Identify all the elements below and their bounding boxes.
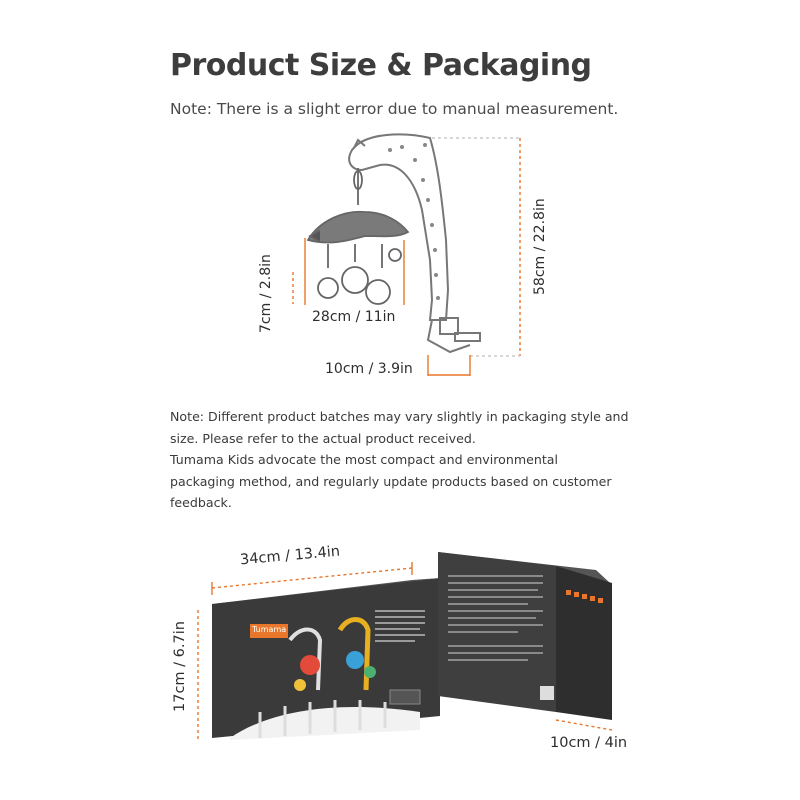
box-mobile-toy (294, 679, 306, 691)
right-box-end (556, 566, 612, 720)
mobile-illustration (306, 168, 410, 305)
mobile-width-label: 28cm / 11in (312, 309, 396, 325)
page-title: Product Size & Packaging (170, 48, 592, 83)
measurement-note: Note: There is a slight error due to man… (170, 100, 619, 118)
box-text-lines (375, 610, 425, 642)
box-mobile-arm-2 (337, 617, 371, 691)
giraffe-spots (388, 143, 440, 300)
packaging-note: Note: Different product batches may vary… (170, 406, 640, 514)
packaging-note-line: Note: Different product batches may vary… (170, 409, 629, 424)
packaging-note-line: size. Please refer to the actual product… (170, 430, 476, 446)
giraffe-arm-illustration (348, 133, 481, 354)
box-mobile-toy (346, 651, 364, 669)
right-box-text-lines (448, 575, 543, 661)
crib-image (230, 707, 420, 740)
box-mobile-toy (364, 666, 376, 678)
brand-logo-text: Tumama (252, 625, 287, 634)
box-mobile-arm-1 (288, 627, 323, 691)
box-depth-label: 10cm / 4in (550, 735, 628, 751)
packaging-note-line: feedback. (170, 495, 232, 510)
packaging-note-line: packaging method, and regularly update p… (170, 473, 612, 489)
brand-logo-badge (250, 624, 288, 638)
box-mobile-toy (300, 655, 320, 675)
box-dimension-lines (197, 562, 613, 742)
box-height-label: 17cm / 6.7in (172, 621, 188, 712)
clamp-width-label: 10cm / 3.9in (325, 361, 413, 377)
right-box-orange-marks (566, 590, 603, 603)
crib-bars (258, 700, 387, 738)
age-badge (389, 689, 421, 705)
barcode (540, 686, 554, 700)
dimension-lines (292, 137, 521, 376)
packaging-note-line: Tumama Kids advocate the most compact an… (170, 452, 558, 467)
